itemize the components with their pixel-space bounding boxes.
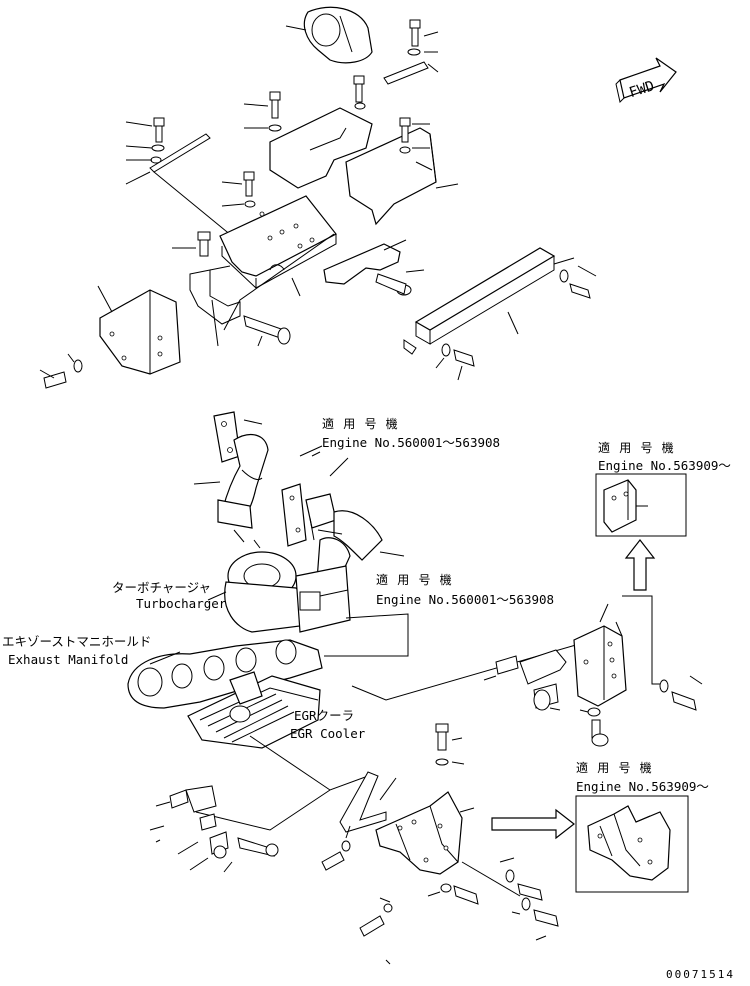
bracket-left-strap — [125, 117, 233, 237]
applicable-4-en: Engine No.563909～ — [576, 779, 709, 794]
bolt-lower-mid — [427, 883, 479, 905]
exhaust-manifold-en: Exhaust Manifold — [8, 652, 128, 667]
small-parts-left — [149, 785, 279, 873]
applicable-1-en: Engine No.560001～563908 — [322, 435, 500, 450]
pin-top — [383, 61, 429, 85]
applicable-3-jp: 適 用 号 機 — [598, 440, 675, 455]
exhaust-manifold — [127, 639, 323, 709]
exhaust-manifold-jp: エキゾーストマニホールド — [2, 634, 151, 649]
callout-applicable-2: 適 用 号 機 Engine No.560001～563908 — [376, 572, 554, 607]
long-rail — [403, 247, 556, 355]
cover-plate-right — [345, 117, 459, 226]
bolt-rail-right — [553, 257, 597, 299]
egr-cooler-en: EGR Cooler — [290, 726, 366, 741]
drawing-number: 00071514 — [666, 968, 735, 981]
egr-cooler — [187, 671, 321, 749]
applicable-1-jp: 適 用 号 機 — [322, 416, 399, 431]
intake-duct-left — [193, 411, 269, 549]
bolt-lower-right — [461, 857, 559, 941]
callout-applicable-3: 適 用 号 機 Engine No.563909～ — [595, 440, 731, 537]
upper-assembly — [39, 6, 597, 389]
fwd-label: FWD — [627, 78, 656, 101]
base-plate — [219, 195, 337, 297]
callout-applicable-4: 適 用 号 機 Engine No.563909～ — [575, 760, 709, 893]
bolt-top-3 — [243, 91, 282, 132]
side-bracket-left — [39, 233, 335, 389]
lower-engine-assembly — [127, 411, 601, 831]
turbocharger — [207, 551, 409, 657]
label-egr-cooler: EGRクーラ EGR Cooler — [290, 708, 366, 741]
bolt-lower-top — [435, 723, 465, 766]
callout-applicable-1: 適 用 号 機 Engine No.560001～563908 — [311, 416, 500, 457]
applicable-2-en: Engine No.560001～563908 — [376, 592, 554, 607]
mount-bracket-center — [323, 239, 425, 296]
applicable-2-jp: 適 用 号 機 — [376, 572, 453, 587]
bracket-lower-main — [375, 791, 463, 875]
bolt-top-2 — [353, 75, 366, 110]
turbocharger-en: Turbocharger — [136, 596, 227, 611]
routing-line-3 — [351, 637, 601, 701]
applicable-4-jp: 適 用 号 機 — [576, 760, 653, 775]
bolt-top-4 — [221, 171, 256, 208]
label-exhaust-manifold: エキゾーストマニホールド Exhaust Manifold — [2, 634, 151, 667]
bracket-assembly-mid-right — [483, 595, 703, 747]
elbow-duct — [285, 6, 373, 64]
bottom-bracket-assembly — [149, 723, 559, 965]
routing-line-2 — [195, 789, 331, 831]
cover-plate-center — [269, 107, 373, 189]
fwd-arrow-icon: FWD — [615, 57, 677, 103]
turbocharger-jp: ターボチャージャ — [112, 580, 211, 595]
right-arrow-icon — [491, 808, 575, 840]
rod-bracket — [339, 771, 387, 833]
bolt-rail-bottom — [435, 343, 475, 381]
bolt-mid-left — [172, 231, 211, 257]
bolt-lower-left — [321, 825, 351, 871]
label-turbocharger: ターボチャージャ Turbocharger — [112, 580, 227, 611]
egr-cooler-jp: EGRクーラ — [294, 708, 354, 723]
up-arrow-icon — [624, 539, 656, 591]
applicable-3-en: Engine No.563909～ — [598, 458, 731, 473]
bolt-lower-bottom — [359, 897, 393, 965]
bolt-top-1 — [407, 19, 439, 73]
